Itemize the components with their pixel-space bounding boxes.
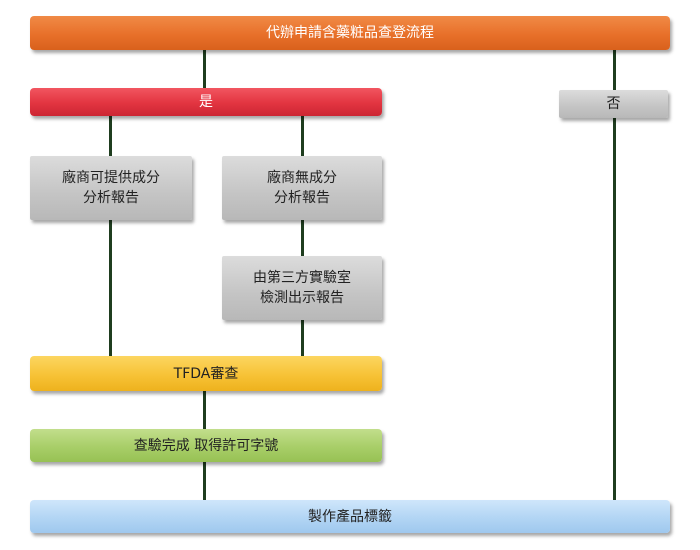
yes-label: 是 (199, 94, 213, 110)
no-box: 否 (559, 90, 668, 118)
report-provided-line-2: 分析報告 (83, 190, 139, 206)
connector-title-to-yes (203, 50, 206, 90)
approval-label: 查驗完成 取得許可字號 (133, 437, 279, 454)
connector-yes-to-right-branch (301, 116, 304, 156)
report-provided-box: 廠商可提供成分 分析報告 (30, 156, 192, 220)
report-provided-line-1: 廠商可提供成分 (62, 170, 160, 186)
connector-title-to-no (613, 50, 616, 90)
connector-approval-to-label (203, 462, 206, 500)
flowchart-title-bar: 代辦申請含藥粧品查登流程 (30, 16, 670, 50)
no-label: 否 (606, 96, 621, 112)
approval-bar: 查驗完成 取得許可字號 (30, 429, 382, 462)
tfda-review-label: TFDA審查 (173, 365, 239, 382)
no-report-line-1: 廠商無成分 (267, 170, 337, 186)
product-label-bar: 製作產品標籤 (30, 500, 670, 533)
connector-no-to-label (613, 118, 616, 500)
connector-lab-to-tfda (301, 320, 304, 356)
third-party-lab-line-1: 由第三方實驗室 (253, 270, 351, 286)
no-report-line-2: 分析報告 (274, 190, 330, 206)
flowchart-title: 代辦申請含藥粧品查登流程 (266, 25, 434, 41)
no-report-box: 廠商無成分 分析報告 (222, 156, 382, 220)
product-label-text: 製作產品標籤 (308, 508, 392, 525)
tfda-review-bar: TFDA審查 (30, 356, 382, 391)
connector-tfda-to-approval (203, 391, 206, 429)
connector-left-branch-to-tfda (109, 220, 112, 356)
yes-bar: 是 (30, 88, 382, 116)
third-party-lab-line-2: 檢測出示報告 (260, 290, 344, 306)
connector-no-report-to-lab (301, 220, 304, 256)
third-party-lab-box: 由第三方實驗室 檢測出示報告 (222, 256, 382, 320)
connector-yes-to-left-branch (109, 116, 112, 156)
